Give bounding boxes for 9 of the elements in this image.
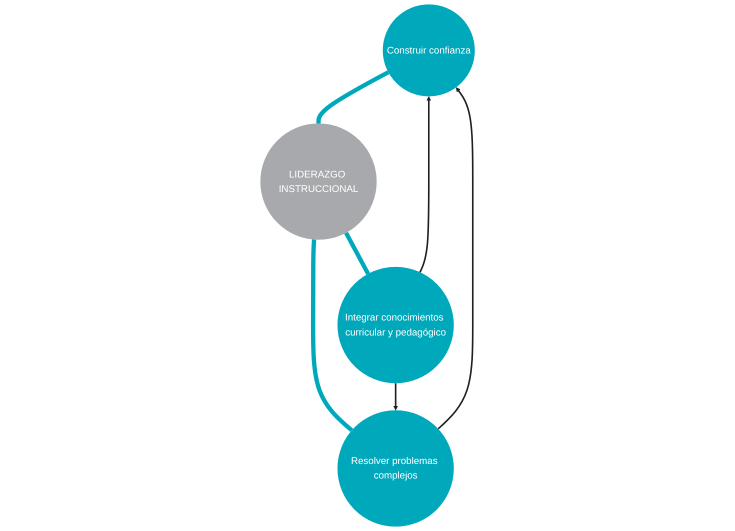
arrow bbox=[438, 87, 474, 430]
node-circle: LIDERAZGO INSTRUCCIONAL bbox=[260, 123, 377, 240]
arrow bbox=[419, 96, 432, 273]
node-circle: Integrar conocimientos curricular y pedagógico bbox=[337, 266, 454, 384]
node-circle: Resolver problemas complejos bbox=[337, 410, 454, 527]
connector bbox=[310, 239, 354, 432]
arrow bbox=[393, 383, 398, 410]
connector bbox=[344, 232, 370, 275]
node-circle: Construir confianza bbox=[382, 4, 475, 96]
